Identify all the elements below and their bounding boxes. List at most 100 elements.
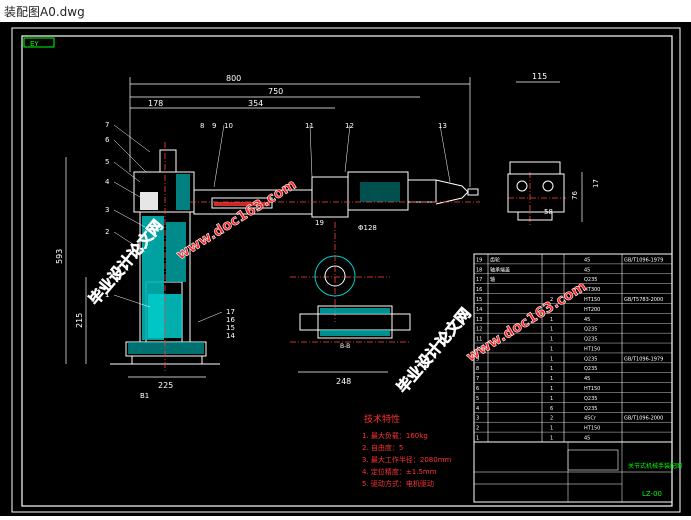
part-label-2: 2 (105, 228, 109, 236)
part-label-10: 10 (224, 122, 233, 130)
bom-cell-mat: Q235 (584, 396, 597, 402)
dim-800: 800 (226, 74, 241, 83)
bom-cell-no: 12 (476, 327, 482, 333)
bom-cell-mat: 45 (584, 257, 590, 263)
bom-cell-no: 10 (476, 346, 482, 352)
bom-cell-no: 17 (476, 277, 482, 283)
dim-115: 115 (532, 72, 547, 81)
section-fill-bottom (320, 330, 390, 336)
window-title: 装配图A0.dwg (4, 5, 85, 19)
bom-cell-qty: 2 (550, 297, 553, 303)
bom-cell-mat: Q235 (584, 337, 597, 343)
dim-225: 225 (158, 381, 173, 390)
bom-cell-no: 3 (476, 416, 479, 422)
part-label-6: 6 (105, 136, 110, 144)
part-label-14: 14 (226, 332, 235, 340)
bom-cell-std: GB/T5783-2000 (624, 297, 663, 303)
bom-cell-mat: HT300 (584, 287, 600, 293)
bom-cell-mat: 45 (584, 317, 590, 323)
tech-item-5: 5. 驱动方式：电机驱动 (362, 479, 434, 488)
bom-cell-mat: Q235 (584, 406, 597, 412)
bom-cell-qty: 2 (550, 416, 553, 422)
bom-cell-qty: 6 (550, 406, 553, 412)
title-drawing-name: 关节式机械手装配图 (628, 462, 682, 470)
bom-cell-qty: 1 (550, 307, 553, 313)
dim-178: 178 (148, 99, 163, 108)
section-fill-top (320, 308, 390, 314)
corner-tag-box (23, 37, 55, 48)
bom-cell-no: 5 (476, 396, 479, 402)
base-fill (128, 342, 204, 354)
bom-cell-mat: 45 (584, 376, 590, 382)
bom-cell-qty: 1 (550, 436, 553, 442)
bom-cell-no: 2 (476, 426, 479, 432)
part-label-13: 13 (438, 122, 447, 130)
bom-cell-no: 9 (476, 356, 479, 362)
bom-cell-qty: 1 (550, 317, 553, 323)
section-label-b2: B-B (340, 343, 350, 350)
bom-cell-mat: Q235 (584, 356, 597, 362)
part-label-16: 16 (226, 316, 235, 324)
bom-cell-no: 13 (476, 317, 482, 323)
dim-phi: Φ128 (358, 224, 377, 232)
bom-cell-std: GB/T1096-1979 (624, 257, 663, 263)
section-label-b1: B1 (140, 392, 149, 400)
leader-lines (113, 124, 451, 323)
joint-fill (176, 174, 190, 210)
watermark-url-2: www.doc163.com (464, 279, 590, 366)
bom-cell-qty: 1 (550, 327, 553, 333)
bom-cell-no: 1 (476, 436, 479, 442)
title-code: LZ-00 (642, 490, 662, 498)
bom-cell-mat: HT200 (584, 307, 600, 313)
bom-cell-mat: HT150 (584, 426, 600, 432)
bom-cell-qty: 1 (550, 346, 553, 352)
part-label-15: 15 (226, 324, 235, 332)
bom-cell-no: 7 (476, 376, 479, 382)
cad-drawing-canvas[interactable]: EY (0, 22, 691, 516)
bom-cell-no: 19 (476, 257, 482, 263)
part-label-11: 11 (305, 122, 314, 130)
part-label-7: 7 (105, 121, 109, 129)
bom-cell-qty: 1 (550, 366, 553, 372)
dim-215: 215 (75, 313, 84, 328)
dim-354: 354 (248, 99, 263, 108)
bom-cell-mat: HT150 (584, 346, 600, 352)
window-title-bar: 装配图A0.dwg (0, 0, 691, 23)
dim-593: 593 (55, 249, 64, 264)
bom-cell-name: 齿轮 (490, 256, 500, 263)
side-view (507, 161, 565, 221)
part-label-4: 4 (105, 178, 110, 186)
dim-17: 17 (592, 179, 600, 188)
part-label-19: 19 (315, 219, 324, 227)
tech-item-3: 3. 最大工作半径：2080mm (362, 455, 452, 464)
title-logo-box (567, 449, 619, 471)
dim-750: 750 (268, 87, 283, 96)
joint-cap (140, 192, 158, 210)
part-label-8: 8 (200, 122, 204, 130)
corner-tag: EY (30, 40, 39, 48)
bom-cell-no: 14 (476, 307, 482, 313)
arm-shaft (214, 202, 270, 206)
tech-spec: 技术特性 1. 最大负载：160kg 2. 自由度：5 3. 最大工作半径：20… (362, 413, 452, 488)
bom-cell-mat: HT150 (584, 386, 600, 392)
bom-cell-no: 15 (476, 297, 482, 303)
center-lines (164, 142, 566, 372)
bom-cell-qty: 1 (550, 337, 553, 343)
part-label-9: 9 (212, 122, 216, 130)
tech-item-4: 4. 定位精度：±1.5mm (362, 467, 437, 476)
section-view (299, 255, 411, 339)
bom-cell-mat: HT150 (584, 297, 600, 303)
cad-drawing[interactable]: EY (0, 22, 691, 516)
bom-cell-no: 11 (476, 337, 482, 343)
watermark-cn-2: 毕业设计论文网 (393, 305, 474, 397)
dimension-lines (65, 77, 583, 378)
part-label-17: 17 (226, 308, 235, 316)
bom-cell-mat: 45 (584, 436, 590, 442)
bom-cell-std: GB/T1096-2000 (624, 416, 663, 422)
dim-76: 76 (571, 191, 579, 200)
bom-cell-qty: 1 (550, 396, 553, 402)
bom-cell-no: 18 (476, 267, 482, 273)
column-section-fill-2 (166, 222, 186, 282)
